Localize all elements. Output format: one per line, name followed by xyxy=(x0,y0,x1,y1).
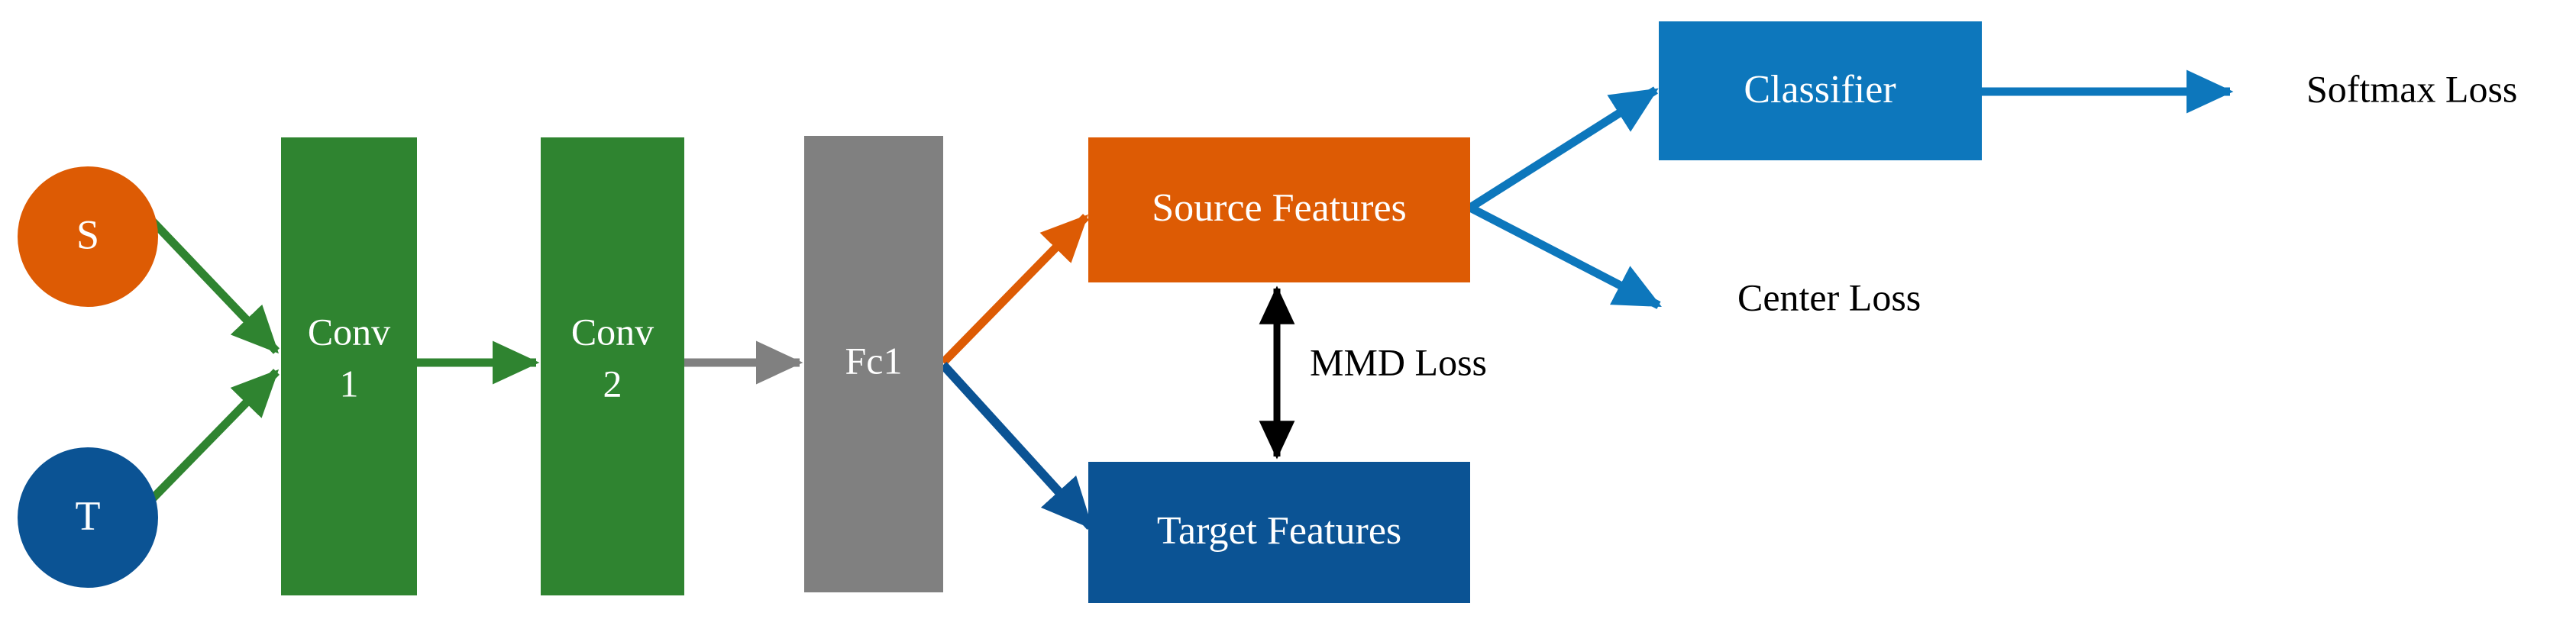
softmax-loss-label: Softmax Loss xyxy=(2306,67,2517,110)
mmd-loss-label: MMD Loss xyxy=(1310,340,1487,383)
target-features-box[interactable]: Target Features xyxy=(1088,462,1470,603)
edge-source-to-conv1 xyxy=(148,217,280,354)
source-features-label: Source Features xyxy=(1152,186,1407,230)
source-domain-circle-shape xyxy=(18,166,158,307)
fc1-block[interactable]: Fc1 xyxy=(804,136,943,592)
classifier-label: Classifier xyxy=(1744,68,1896,111)
conv2-block[interactable]: Conv 2 xyxy=(541,137,684,595)
target-domain-circle[interactable]: T xyxy=(18,447,158,588)
source-features-box-shape xyxy=(1088,137,1470,282)
conv1-block-shape xyxy=(281,137,417,595)
target-domain-label: T xyxy=(76,492,101,538)
fc1-label: Fc1 xyxy=(845,339,903,382)
conv1-label-line1: Conv xyxy=(308,310,390,353)
edge-source-features-to-center-loss xyxy=(1468,204,1662,309)
center-loss-label: Center Loss xyxy=(1737,276,1921,318)
target-domain-circle-shape xyxy=(18,447,158,588)
conv2-label-line1: Conv xyxy=(571,310,654,353)
source-features-box[interactable]: Source Features xyxy=(1088,137,1470,282)
target-features-box-shape xyxy=(1088,462,1470,603)
conv1-block[interactable]: Conv 1 xyxy=(281,137,417,595)
edge-fc1-to-target-features xyxy=(939,361,1094,531)
conv2-block-shape xyxy=(541,137,684,595)
conv2-label-line2: 2 xyxy=(603,362,622,405)
edge-fc1-to-source-features xyxy=(940,214,1089,366)
fc1-block-shape xyxy=(804,136,943,592)
edge-target-to-conv1 xyxy=(148,369,280,503)
conv1-label-line2: 1 xyxy=(340,362,359,405)
target-features-label: Target Features xyxy=(1157,509,1401,553)
classifier-box[interactable]: Classifier xyxy=(1659,21,1982,160)
source-domain-circle[interactable]: S xyxy=(18,166,158,307)
classifier-box-shape xyxy=(1659,21,1982,160)
source-domain-label: S xyxy=(76,211,99,257)
edge-source-features-to-classifier xyxy=(1468,86,1659,211)
